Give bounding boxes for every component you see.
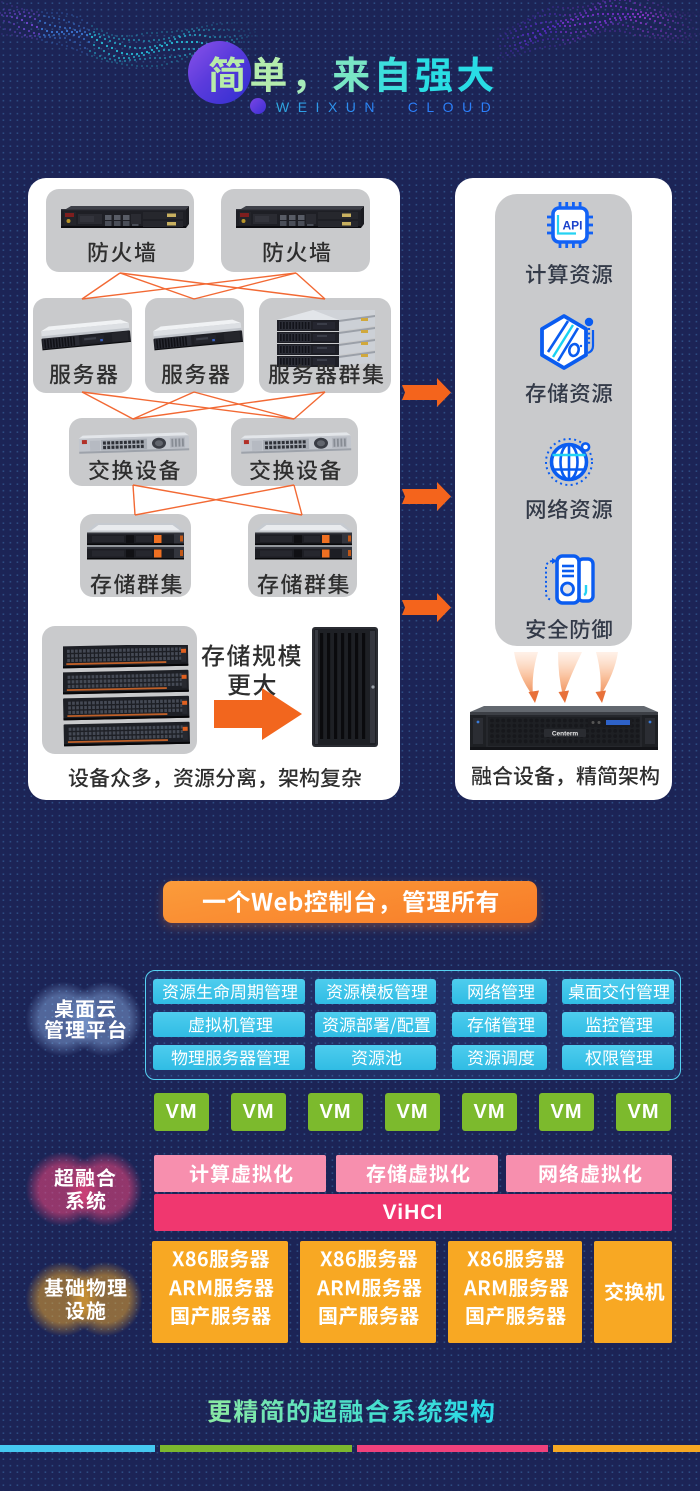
svg-text:Centerm: Centerm bbox=[552, 731, 579, 738]
svg-text:API: API bbox=[562, 219, 582, 233]
